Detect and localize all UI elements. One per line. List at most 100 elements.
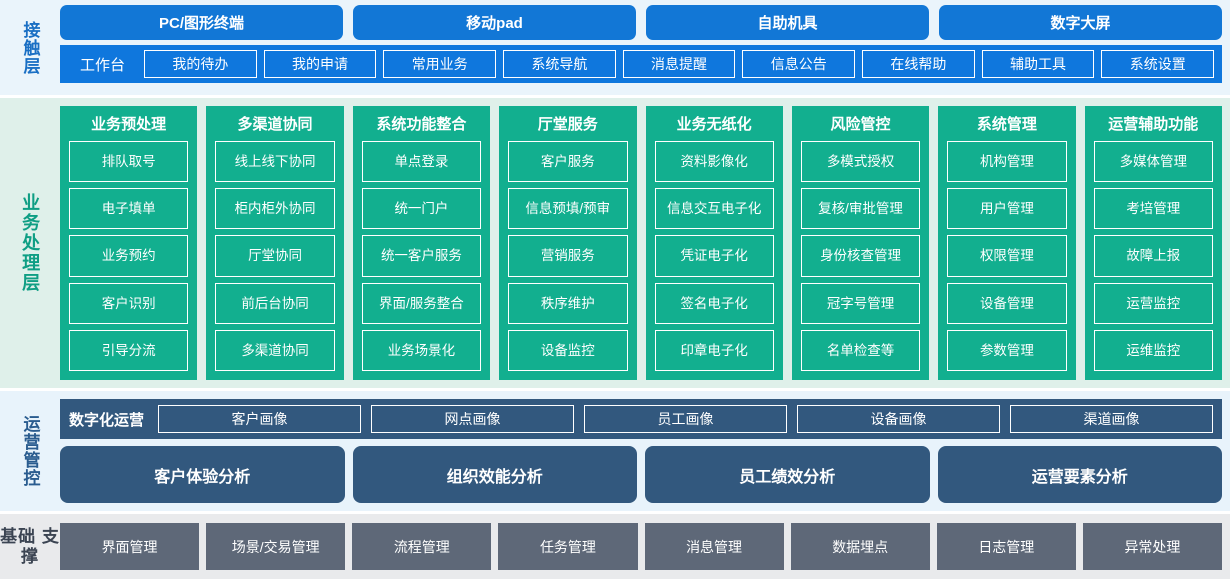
foundation-layer-body: 界面管理 场景/交易管理 流程管理 任务管理 消息管理 数据埋点 日志管理 异常… — [60, 514, 1230, 579]
nav-chip-system-nav[interactable]: 系统导航 — [503, 50, 616, 78]
business-column-operation-support: 运营辅助功能 多媒体管理 考培管理 故障上报 运营监控 运维监控 — [1084, 106, 1222, 380]
foundation-item-ui-management[interactable]: 界面管理 — [60, 523, 200, 570]
business-item[interactable]: 厅堂协同 — [215, 235, 335, 277]
contact-layer-body: PC/图形终端 移动pad 自助机具 数字大屏 工作台 我的待办 我的申请 常用… — [60, 0, 1230, 95]
business-item[interactable]: 设备管理 — [947, 282, 1067, 324]
business-item[interactable]: 参数管理 — [947, 329, 1067, 372]
business-item[interactable]: 冠字号管理 — [800, 282, 921, 324]
business-item[interactable]: 前后台协同 — [215, 282, 335, 324]
business-layer: 业务处理层 业务预处理 排队取号 电子填单 业务预约 客户识别 引导分流 多渠道… — [0, 98, 1230, 388]
business-item[interactable]: 单点登录 — [361, 141, 482, 183]
business-item[interactable]: 机构管理 — [947, 141, 1067, 183]
business-item[interactable]: 运营监控 — [1093, 282, 1213, 324]
business-column-items: 资料影像化 信息交互电子化 凭证电子化 签名电子化 印章电子化 — [654, 141, 774, 372]
business-item[interactable]: 客户识别 — [69, 282, 189, 324]
operations-layer-body: 数字化运营 客户画像 网点画像 员工画像 设备画像 渠道画像 客户体验分析 组织… — [60, 391, 1230, 511]
business-item[interactable]: 营销服务 — [508, 235, 628, 277]
business-item[interactable]: 资料影像化 — [654, 141, 774, 183]
business-item[interactable]: 运维监控 — [1093, 329, 1213, 372]
nav-chip-online-help[interactable]: 在线帮助 — [862, 50, 975, 78]
operations-layer-label: 运营管控 — [20, 415, 40, 487]
business-item[interactable]: 故障上报 — [1093, 235, 1213, 277]
business-column-items: 机构管理 用户管理 权限管理 设备管理 参数管理 — [947, 141, 1067, 372]
business-item[interactable]: 柜内柜外协同 — [215, 188, 335, 230]
business-item[interactable]: 凭证电子化 — [654, 235, 774, 277]
nav-chip-message-alert[interactable]: 消息提醒 — [622, 50, 736, 78]
business-item[interactable]: 信息预填/预审 — [508, 188, 628, 230]
business-column-title: 业务预处理 — [91, 116, 167, 133]
business-item[interactable]: 统一门户 — [361, 188, 482, 230]
business-item[interactable]: 多渠道协同 — [215, 329, 335, 372]
business-column-title: 系统管理 — [976, 116, 1037, 133]
business-item[interactable]: 设备监控 — [508, 329, 628, 372]
business-columns: 业务预处理 排队取号 电子填单 业务预约 客户识别 引导分流 多渠道协同 线上线… — [60, 98, 1230, 388]
business-item[interactable]: 业务预约 — [69, 235, 189, 277]
business-item[interactable]: 统一客户服务 — [361, 235, 482, 277]
business-item[interactable]: 线上线下协同 — [215, 141, 335, 183]
foundation-item-scenario-management[interactable]: 场景/交易管理 — [206, 523, 346, 570]
digital-operations-title: 数字化运营 — [69, 411, 145, 429]
channel-row: PC/图形终端 移动pad 自助机具 数字大屏 — [60, 0, 1230, 40]
business-column-items: 单点登录 统一门户 统一客户服务 界面/服务整合 业务场景化 — [361, 141, 482, 372]
business-item[interactable]: 考培管理 — [1093, 188, 1213, 230]
business-item[interactable]: 印章电子化 — [654, 329, 774, 372]
foundation-item-log-management[interactable]: 日志管理 — [936, 523, 1076, 570]
portrait-chip-employee[interactable]: 员工画像 — [584, 405, 788, 433]
business-column-lobby-service: 厅堂服务 客户服务 信息预填/预审 营销服务 秩序维护 设备监控 — [499, 106, 637, 380]
business-item[interactable]: 权限管理 — [947, 235, 1067, 277]
business-item[interactable]: 排队取号 — [69, 141, 189, 183]
business-item[interactable]: 身份核查管理 — [800, 235, 921, 277]
business-layer-label: 业务处理层 — [20, 193, 41, 293]
workbench-nav-row: 工作台 我的待办 我的申请 常用业务 系统导航 消息提醒 信息公告 在线帮助 辅… — [60, 45, 1222, 83]
foundation-layer: 基础 支撑 界面管理 场景/交易管理 流程管理 任务管理 消息管理 数据埋点 日… — [0, 514, 1230, 579]
foundation-item-process-management[interactable]: 流程管理 — [352, 523, 492, 570]
business-column-title: 多渠道协同 — [237, 116, 313, 133]
business-item[interactable]: 复核/审批管理 — [800, 188, 921, 230]
nav-chip-aux-tools[interactable]: 辅助工具 — [981, 50, 1095, 78]
channel-box[interactable]: PC/图形终端 — [60, 5, 343, 40]
business-column-items: 客户服务 信息预填/预审 营销服务 秩序维护 设备监控 — [508, 141, 628, 372]
business-item[interactable]: 秩序维护 — [508, 282, 628, 324]
nav-chip-common-biz[interactable]: 常用业务 — [383, 50, 497, 78]
foundation-item-task-management[interactable]: 任务管理 — [498, 523, 638, 570]
channel-box[interactable]: 数字大屏 — [939, 5, 1222, 40]
business-item[interactable]: 引导分流 — [69, 329, 189, 372]
business-item[interactable]: 名单检查等 — [800, 329, 921, 372]
channel-box[interactable]: 自助机具 — [646, 5, 929, 40]
foundation-items: 界面管理 场景/交易管理 流程管理 任务管理 消息管理 数据埋点 日志管理 异常… — [60, 514, 1230, 579]
business-item[interactable]: 业务场景化 — [361, 329, 482, 372]
portrait-chip-customer[interactable]: 客户画像 — [158, 405, 362, 433]
business-item[interactable]: 用户管理 — [947, 188, 1067, 230]
analysis-box-org-efficiency[interactable]: 组织效能分析 — [352, 446, 637, 503]
channel-box[interactable]: 移动pad — [353, 5, 636, 40]
analysis-box-operation-factors[interactable]: 运营要素分析 — [937, 446, 1222, 503]
analysis-box-employee-performance[interactable]: 员工绩效分析 — [645, 446, 930, 503]
operations-layer: 运营管控 数字化运营 客户画像 网点画像 员工画像 设备画像 渠道画像 客户体验… — [0, 391, 1230, 511]
foundation-item-data-tracking[interactable]: 数据埋点 — [790, 523, 930, 570]
nav-chip-my-request[interactable]: 我的申请 — [263, 50, 377, 78]
nav-chip-announcement[interactable]: 信息公告 — [742, 50, 856, 78]
nav-chip-my-todo[interactable]: 我的待办 — [144, 50, 257, 78]
foundation-item-exception-handling[interactable]: 异常处理 — [1082, 523, 1222, 570]
portrait-chip-branch[interactable]: 网点画像 — [371, 405, 575, 433]
business-column-title: 系统功能整合 — [376, 116, 467, 133]
portrait-chip-channel[interactable]: 渠道画像 — [1010, 405, 1214, 433]
business-item[interactable]: 多模式授权 — [800, 141, 921, 183]
business-column-preprocessing: 业务预处理 排队取号 电子填单 业务预约 客户识别 引导分流 — [60, 106, 198, 380]
business-column-items: 排队取号 电子填单 业务预约 客户识别 引导分流 — [69, 141, 189, 372]
contact-layer: 接触层 PC/图形终端 移动pad 自助机具 数字大屏 工作台 我的待办 我的申… — [0, 0, 1230, 95]
business-item[interactable]: 信息交互电子化 — [654, 188, 774, 230]
business-column-title: 风险管控 — [830, 116, 891, 133]
business-item[interactable]: 多媒体管理 — [1093, 141, 1213, 183]
foundation-item-message-management[interactable]: 消息管理 — [644, 523, 784, 570]
business-item[interactable]: 客户服务 — [508, 141, 628, 183]
portrait-chip-device[interactable]: 设备画像 — [797, 405, 1001, 433]
workbench-label: 工作台 — [80, 56, 126, 74]
business-column-title: 厅堂服务 — [537, 116, 598, 133]
business-item[interactable]: 电子填单 — [69, 188, 189, 230]
business-column-paperless: 业务无纸化 资料影像化 信息交互电子化 凭证电子化 签名电子化 印章电子化 — [645, 106, 783, 380]
business-item[interactable]: 界面/服务整合 — [361, 282, 482, 324]
business-item[interactable]: 签名电子化 — [654, 282, 774, 324]
analysis-box-customer-experience[interactable]: 客户体验分析 — [60, 446, 345, 503]
nav-chip-system-settings[interactable]: 系统设置 — [1101, 50, 1215, 78]
